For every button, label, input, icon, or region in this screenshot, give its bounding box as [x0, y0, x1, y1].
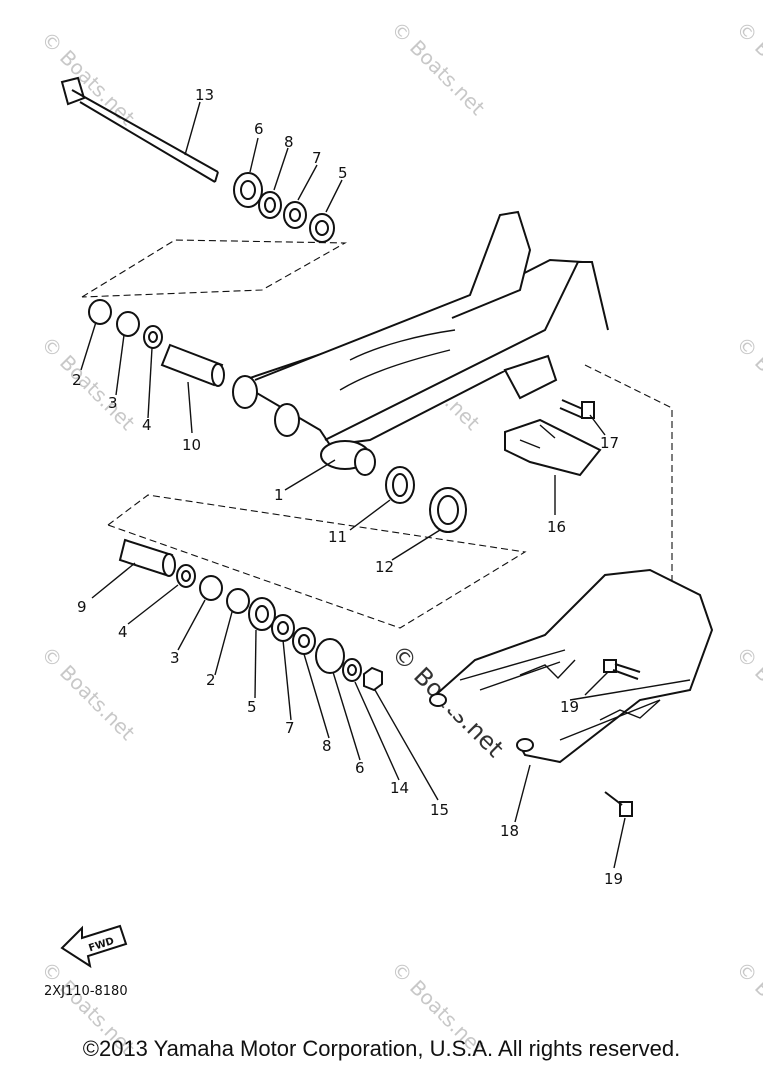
diagram-code: 2XJ110-8180 [44, 984, 128, 999]
label-13: 13 [195, 86, 214, 104]
label-5: 5 [338, 164, 348, 182]
bushings-11-12 [385, 466, 467, 533]
label-2: 2 [72, 371, 82, 389]
label-3-lower: 3 [170, 649, 180, 667]
label-1: 1 [274, 486, 284, 504]
watermark: © Boats.net [731, 642, 763, 745]
watermark: © Boats.net [731, 17, 763, 120]
bearing-3-lower [199, 575, 223, 601]
fwd-arrow: FWD [60, 924, 128, 969]
bolt-17 [559, 399, 595, 419]
label-5-lower: 5 [247, 698, 257, 716]
chain-guide-16 [504, 418, 602, 477]
label-15: 15 [430, 801, 449, 819]
label-19-lower: 19 [604, 870, 623, 888]
lower-row-parts [118, 538, 383, 692]
label-3: 3 [108, 394, 118, 412]
bearing-2-lower [226, 588, 250, 614]
label-19: 19 [560, 698, 579, 716]
label-6-lower: 6 [355, 759, 365, 777]
bearing-3-upper [116, 311, 140, 337]
watermark: © Boats.net [36, 27, 139, 130]
upper-left-bearings [88, 299, 225, 387]
copyright-notice: ©2013 Yamaha Motor Corporation, U.S.A. A… [82, 1036, 681, 1061]
bearing-2-upper [88, 299, 112, 325]
upper-bushings [233, 172, 335, 243]
pivot-bolt-13 [60, 76, 219, 183]
label-8-lower: 8 [322, 737, 332, 755]
leader-lines [80, 101, 626, 869]
label-17: 17 [600, 434, 619, 452]
label-11: 11 [328, 528, 347, 546]
label-7: 7 [312, 149, 322, 167]
bushing-6-lower [315, 638, 345, 674]
label-4: 4 [142, 416, 152, 434]
nut-15 [363, 666, 383, 692]
label-9: 9 [77, 598, 87, 616]
guard-18 [429, 568, 714, 764]
label-10: 10 [182, 436, 201, 454]
label-6: 6 [254, 120, 264, 138]
label-8: 8 [284, 133, 294, 151]
watermark: © Boats.net [386, 17, 489, 120]
collar-10 [160, 343, 224, 387]
label-12: 12 [375, 558, 394, 576]
assembly-box-upper [81, 239, 348, 298]
watermark: © Boats.net [731, 332, 763, 435]
swingarm-1 [232, 210, 609, 476]
label-16: 16 [547, 518, 566, 536]
bolts-19 [603, 659, 641, 817]
watermark: © Boats.net [36, 642, 139, 745]
label-14: 14 [390, 779, 409, 797]
label-7-lower: 7 [285, 719, 295, 737]
bracket [503, 354, 558, 400]
label-18: 18 [500, 822, 519, 840]
assembly-box-lower [107, 494, 527, 629]
label-4-lower: 4 [118, 623, 128, 641]
label-2-lower: 2 [206, 671, 216, 689]
part-labels: 13 6 8 7 5 2 3 4 10 1 11 12 16 17 9 4 3 … [72, 86, 623, 888]
